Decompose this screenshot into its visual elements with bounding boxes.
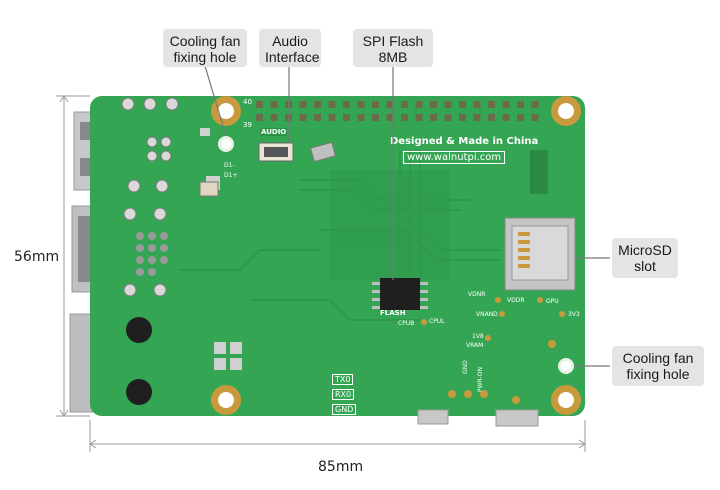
gpio-pin bbox=[386, 101, 394, 108]
gpio-pin bbox=[488, 114, 495, 121]
gpio-pin bbox=[531, 114, 539, 121]
callout-cooling-fan-right: Cooling fan fixing hole bbox=[612, 346, 704, 386]
gpio-pin bbox=[430, 114, 437, 121]
cpul-label: CPUL bbox=[429, 318, 445, 325]
3v3-label: 3V3 bbox=[568, 311, 580, 318]
gpio-pin bbox=[256, 114, 263, 121]
vnand-label: VNAND bbox=[476, 311, 498, 318]
made-in-label: Designed & Made in China bbox=[390, 136, 539, 147]
gpio-pin bbox=[328, 101, 336, 108]
d1-plus-label: D1+ bbox=[224, 172, 238, 179]
gpio-pin bbox=[270, 114, 278, 121]
gpio-pin bbox=[372, 114, 379, 121]
rx0-label: RX0 bbox=[332, 389, 355, 400]
d1-minus-label: D1- bbox=[224, 162, 235, 169]
vddr-label: VDDR bbox=[507, 297, 525, 304]
gpio-pin bbox=[444, 114, 452, 121]
gpio-pin bbox=[401, 101, 408, 108]
gpio-pin bbox=[386, 114, 394, 121]
mounting-hole-top-left bbox=[211, 96, 241, 126]
gpio-pin bbox=[256, 101, 263, 108]
callout-cooling-fan-top: Cooling fan fixing hole bbox=[163, 29, 247, 67]
gpio-pin bbox=[285, 101, 292, 108]
1v8-label: 1V8 bbox=[472, 333, 484, 340]
mounting-hole-bottom-left bbox=[211, 385, 241, 415]
gpio-pin bbox=[314, 114, 321, 121]
gpio-header bbox=[256, 101, 539, 121]
gpio-pin bbox=[488, 101, 495, 108]
gpio-pin bbox=[343, 114, 350, 121]
cpub-label: CPUB bbox=[398, 320, 415, 327]
gnd-vertical-label: GND bbox=[462, 360, 469, 374]
gpio-pin bbox=[430, 101, 437, 108]
audio-silkscreen-label: AUDIO bbox=[260, 128, 288, 136]
gpio-pin bbox=[314, 101, 321, 108]
mounting-hole-top-right bbox=[551, 96, 581, 126]
vdnr-label: VDNR bbox=[468, 291, 486, 298]
gpio-pin bbox=[343, 101, 350, 108]
width-dimension-line bbox=[89, 420, 586, 452]
usb-c-port-left bbox=[417, 409, 449, 425]
gpio-pin bbox=[270, 101, 278, 108]
flash-silkscreen-label: FLASH bbox=[380, 309, 406, 317]
gpio-pin bbox=[299, 101, 307, 108]
gpio-pin bbox=[459, 101, 466, 108]
gpu-label: GPU bbox=[546, 298, 559, 305]
gpio-pin bbox=[285, 114, 292, 121]
gpio-pin bbox=[299, 114, 307, 121]
callout-microsd-slot: MicroSD slot bbox=[612, 238, 678, 278]
gpio-pin bbox=[328, 114, 336, 121]
height-dimension-line bbox=[56, 95, 90, 417]
gpio-pin bbox=[357, 101, 365, 108]
gpio-pin bbox=[415, 101, 423, 108]
callout-spi-flash: SPI Flash 8MB bbox=[353, 29, 433, 67]
website-label: www.walnutpi.com bbox=[403, 151, 506, 164]
gpio-pin bbox=[459, 114, 466, 121]
gpio-pin bbox=[372, 101, 379, 108]
height-dimension-label: 56mm bbox=[14, 249, 60, 265]
gpio-pin bbox=[415, 114, 423, 121]
gpio-pin bbox=[502, 114, 510, 121]
gpio-pin-39-label: 39 bbox=[243, 121, 252, 129]
gpio-pin bbox=[401, 114, 408, 121]
gpio-pin-40-label: 40 bbox=[243, 98, 252, 106]
gpio-pin bbox=[517, 101, 524, 108]
usb-c-port-right bbox=[495, 409, 539, 427]
width-dimension-label: 85mm bbox=[318, 459, 364, 475]
gpio-pin bbox=[444, 101, 452, 108]
gpio-pin bbox=[473, 114, 481, 121]
mounting-hole-bottom-right bbox=[551, 385, 581, 415]
gpio-pin bbox=[531, 101, 539, 108]
callout-audio-interface: Audio Interface bbox=[259, 29, 321, 67]
spi-flash-chip bbox=[380, 278, 420, 310]
gpio-pin bbox=[502, 101, 510, 108]
gpio-pin bbox=[473, 101, 481, 108]
cooling-fan-hole-right bbox=[558, 358, 574, 374]
gpio-pin bbox=[357, 114, 365, 121]
pwr-on-label: PWR-ON bbox=[477, 366, 484, 392]
gnd-label: GND bbox=[332, 404, 357, 415]
vram-label: VRAM bbox=[466, 342, 484, 349]
cooling-fan-hole-top bbox=[218, 136, 234, 152]
tx0-label: TX0 bbox=[332, 374, 354, 385]
gpio-pin bbox=[517, 114, 524, 121]
